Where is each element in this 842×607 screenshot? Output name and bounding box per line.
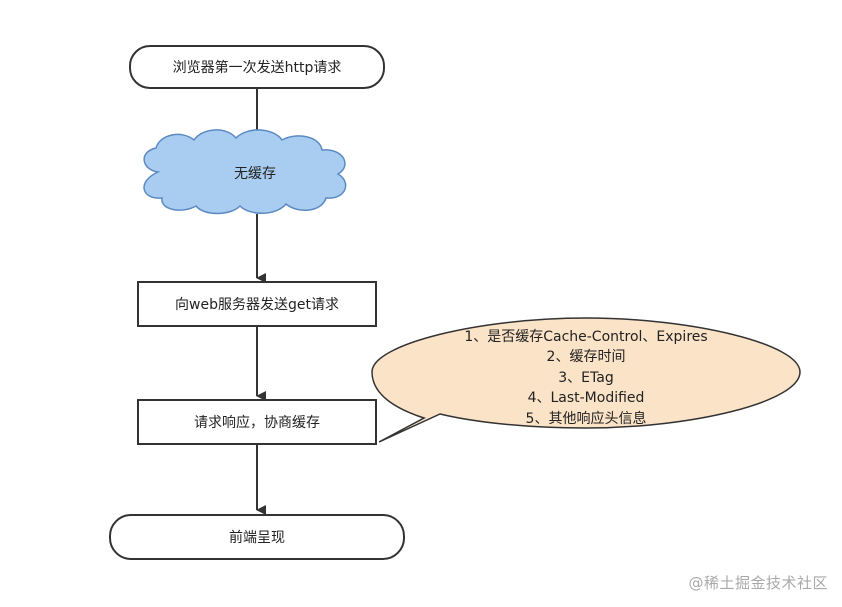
cloud-shape	[143, 129, 347, 215]
callout-line-2: 2、缓存时间	[547, 349, 626, 365]
callout-line-1: 1、是否缓存Cache-Control、Expires	[464, 329, 707, 345]
cloud-label: 无缓存	[234, 166, 276, 182]
cache-headers-callout: 1、是否缓存Cache-Control、Expires 2、缓存时间 3、ETa…	[371, 317, 801, 443]
get-request-node: 向web服务器发送get请求	[137, 281, 377, 327]
response-label: 请求响应，协商缓存	[194, 414, 320, 431]
start-node-label: 浏览器第一次发送http请求	[173, 59, 342, 76]
start-node: 浏览器第一次发送http请求	[129, 45, 385, 89]
get-request-label: 向web服务器发送get请求	[175, 297, 339, 313]
callout-bubble-shape	[371, 317, 801, 443]
response-node: 请求响应，协商缓存	[137, 399, 377, 445]
end-node: 前端呈现	[109, 514, 405, 560]
callout-line-4: 4、Last-Modified	[528, 390, 645, 406]
callout-line-3: 3、ETag	[558, 370, 613, 386]
no-cache-cloud: 无缓存	[143, 129, 347, 215]
callout-line-5: 5、其他响应头信息	[526, 410, 647, 427]
watermark: @稀土掘金技术社区	[688, 574, 828, 592]
end-node-label: 前端呈现	[229, 529, 285, 546]
